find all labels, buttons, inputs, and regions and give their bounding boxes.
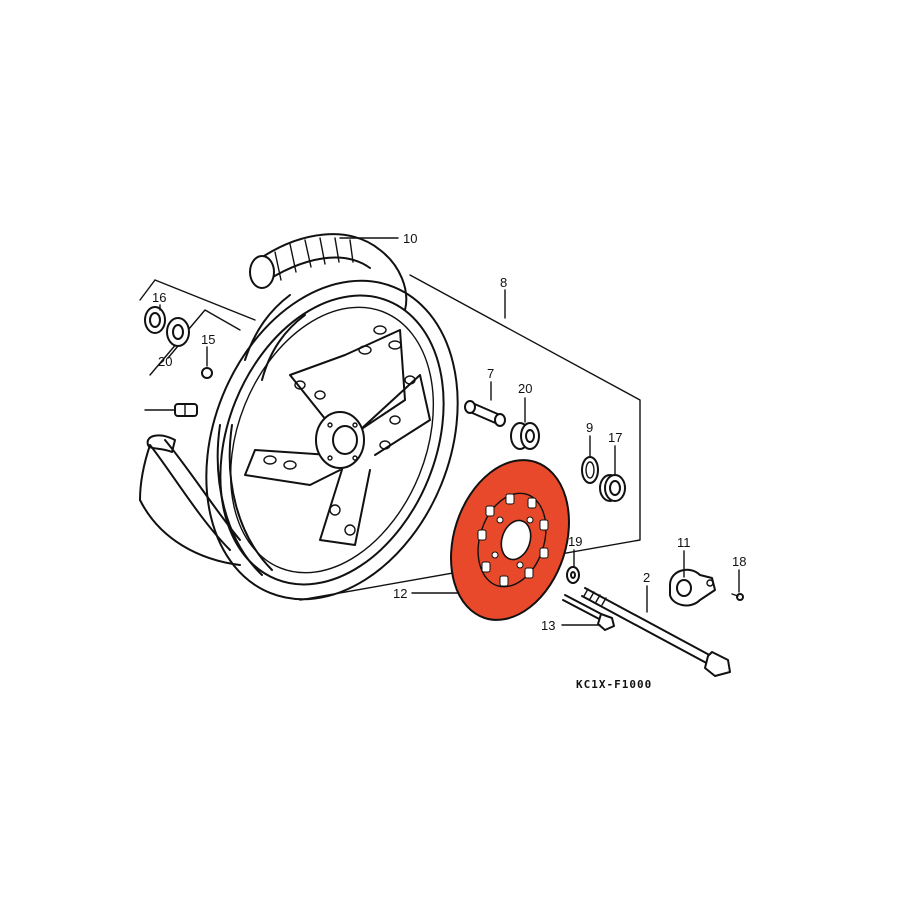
callout-15: 15 <box>201 332 215 347</box>
tire <box>139 233 408 566</box>
callout-16: 16 <box>152 290 166 305</box>
callout-19: 19 <box>568 534 582 549</box>
left-seal-bearing <box>144 306 190 359</box>
callout-20-left: 20 <box>158 354 172 369</box>
screw <box>731 593 744 601</box>
callout-labels: 10 8 16 20 15 7 20 9 17 19 11 18 2 12 13 <box>152 231 746 633</box>
callout-8: 8 <box>500 275 507 290</box>
callout-2: 2 <box>643 570 650 585</box>
brake-disc <box>450 459 570 621</box>
circlip <box>581 456 599 484</box>
axle <box>581 587 731 677</box>
leader-lines <box>159 237 740 626</box>
wheel <box>205 279 459 601</box>
left-pin <box>144 403 198 453</box>
callout-10: 10 <box>403 231 417 246</box>
speedometer-gearbox <box>669 568 716 607</box>
dust-seal <box>599 474 626 502</box>
callout-11: 11 <box>677 535 691 550</box>
callout-13: 13 <box>541 618 555 633</box>
diagram-code: KC1X-F1000 <box>576 678 652 691</box>
bolt-15 <box>201 346 213 379</box>
callout-18: 18 <box>732 554 746 569</box>
distance-collar <box>464 400 506 427</box>
callout-20-right: 20 <box>518 381 532 396</box>
callout-12: 12 <box>393 586 407 601</box>
callout-9: 9 <box>586 420 593 435</box>
bearing-right <box>510 422 540 450</box>
disc-bolt <box>562 594 615 631</box>
washer <box>566 566 580 584</box>
callout-17: 17 <box>608 430 622 445</box>
callout-7: 7 <box>487 366 494 381</box>
